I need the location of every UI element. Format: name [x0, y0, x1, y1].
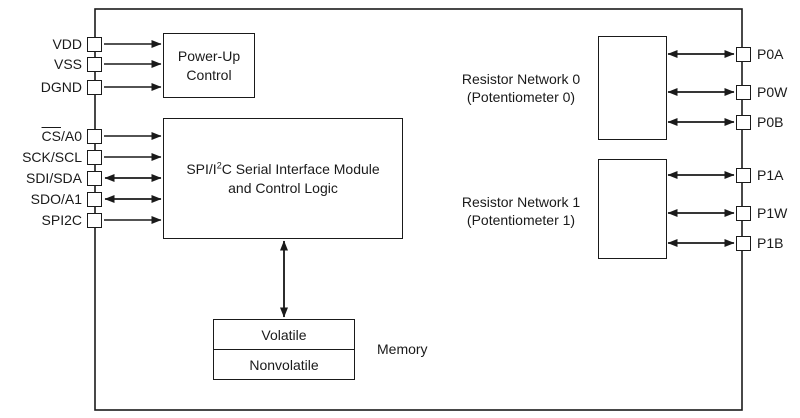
superscript-2: 2 — [216, 159, 222, 170]
pin-p1w — [736, 205, 751, 221]
power-up-control-line1: Power-Up — [177, 47, 241, 64]
pin-p1b — [736, 235, 751, 251]
pin-label-dgnd: DGND — [40, 79, 82, 95]
pin-label-sck-scl: SCK/SCL — [22, 149, 82, 165]
pin-sdo-a1 — [87, 191, 102, 207]
memory-cell-volatile: Volatile — [214, 320, 354, 350]
pin-label-p1w: P1W — [757, 205, 788, 221]
pin-label-sdi-sda: SDI/SDA — [25, 170, 82, 186]
pin-cs-a0 — [87, 128, 102, 144]
serial-interface-line2: and Control Logic — [228, 179, 338, 196]
pin-p0w — [736, 84, 751, 100]
pin-label-p1a: P1A — [757, 167, 784, 183]
pin-sck-scl — [87, 149, 102, 165]
pin-p0b — [736, 114, 751, 130]
pin-vss — [87, 56, 102, 72]
pin-p1a — [736, 167, 751, 183]
pin-label-cs-a0: CS/A0 — [41, 128, 82, 144]
pin-label-p0a: P0A — [757, 46, 784, 62]
memory-label: Memory — [377, 341, 428, 357]
power-up-control-block: Power-Up Control — [163, 33, 255, 98]
resistor-network-0-label: Resistor Network 0 (Potentiometer 0) — [461, 71, 581, 105]
pin-label-p0b: P0B — [757, 114, 784, 130]
left-pin-arrows — [104, 40, 162, 224]
right-pin-arrows — [667, 50, 735, 247]
pin-label-p0w: P0W — [757, 84, 788, 100]
pin-label-vdd: VDD — [52, 36, 82, 52]
power-up-control-line2: Control — [186, 66, 232, 83]
resistor-network-1-box — [598, 159, 667, 259]
pin-label-p1b: P1B — [757, 235, 784, 251]
pin-label-spi2c: SPI2C — [41, 212, 82, 228]
pin-label-sdo-a1: SDO/A1 — [30, 191, 82, 207]
pin-label-vss: VSS — [53, 56, 82, 72]
memory-cell-nonvolatile: Nonvolatile — [249, 356, 319, 373]
serial-interface-line1: SPI/I2C Serial Interface Module — [186, 159, 380, 177]
resistor-network-1-label: Resistor Network 1 (Potentiometer 1) — [461, 194, 581, 228]
pin-sdi-sda — [87, 170, 102, 186]
resistor-network-0-box — [598, 36, 667, 140]
serial-interface-block: SPI/I2C Serial Interface Module and Cont… — [163, 118, 403, 239]
pin-dgnd — [87, 79, 102, 95]
pin-spi2c — [87, 212, 102, 228]
pin-vdd — [87, 36, 102, 52]
pin-p0a — [736, 46, 751, 62]
memory-block: Volatile Nonvolatile — [213, 319, 355, 380]
